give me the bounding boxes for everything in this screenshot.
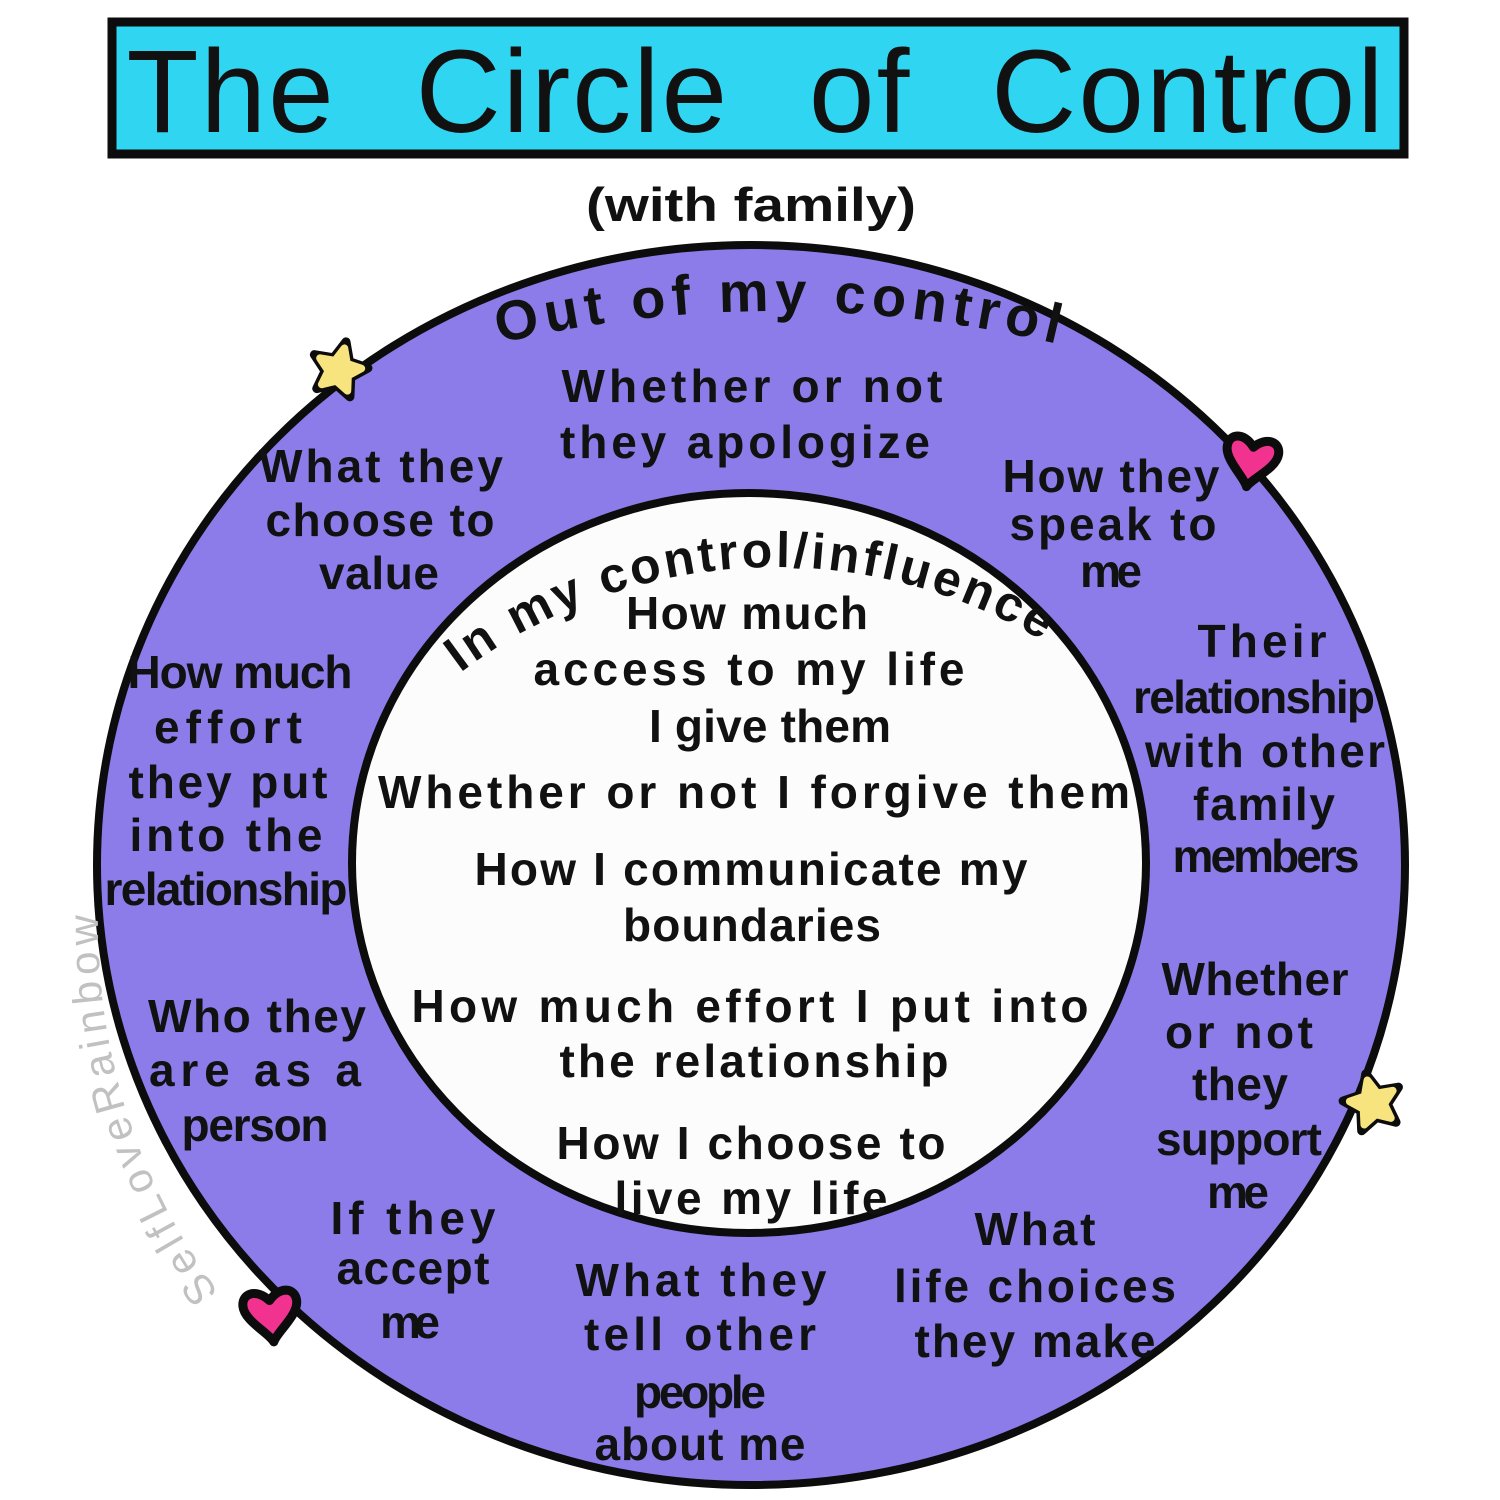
- svg-text:accept: accept: [337, 1242, 490, 1294]
- svg-text:relationship: relationship: [1133, 671, 1375, 723]
- svg-text:The Circle of Control: The Circle of Control: [126, 26, 1385, 158]
- svg-text:members: members: [1173, 830, 1360, 882]
- svg-text:family: family: [1193, 778, 1335, 830]
- svg-text:Whether or not I forgive them: Whether or not I forgive them: [378, 766, 1130, 818]
- svg-text:me: me: [1080, 545, 1142, 597]
- svg-text:with other: with other: [1144, 725, 1385, 777]
- svg-text:or not: or not: [1165, 1006, 1313, 1058]
- svg-text:they: they: [1192, 1058, 1288, 1110]
- svg-text:How much: How much: [626, 587, 868, 639]
- svg-text:people: people: [634, 1366, 766, 1418]
- svg-text:tell other: tell other: [584, 1308, 816, 1360]
- svg-text:I give them: I give them: [649, 700, 891, 752]
- svg-text:How much: How much: [128, 646, 353, 698]
- svg-text:person: person: [182, 1099, 329, 1151]
- svg-text:What: What: [975, 1203, 1096, 1255]
- svg-text:access to my life: access to my life: [534, 643, 965, 695]
- svg-text:boundaries: boundaries: [623, 899, 881, 951]
- svg-text:they put: they put: [129, 756, 328, 808]
- svg-text:me: me: [1207, 1166, 1269, 1218]
- svg-text:value: value: [319, 547, 439, 599]
- svg-text:Whether or not: Whether or not: [562, 360, 943, 412]
- svg-text:effort: effort: [154, 701, 302, 753]
- svg-text:(with family): (with family): [586, 178, 916, 231]
- svg-text:the relationship: the relationship: [560, 1035, 949, 1087]
- svg-text:they make: they make: [915, 1315, 1156, 1367]
- svg-text:How I choose to: How I choose to: [557, 1117, 946, 1169]
- svg-text:speak to: speak to: [1010, 498, 1217, 550]
- svg-text:relationship: relationship: [105, 863, 348, 915]
- svg-text:How I communicate my: How I communicate my: [475, 843, 1028, 895]
- svg-text:How they: How they: [1003, 450, 1220, 502]
- svg-text:Whether: Whether: [1162, 953, 1349, 1005]
- svg-text:are as a: are as a: [149, 1044, 361, 1096]
- svg-text:How much effort I put into: How much effort I put into: [412, 980, 1089, 1032]
- svg-text:Who they: Who they: [148, 990, 366, 1042]
- svg-text:about me: about me: [595, 1418, 806, 1470]
- svg-text:If they: If they: [331, 1192, 496, 1244]
- svg-text:life choices: life choices: [894, 1260, 1176, 1312]
- svg-text:me: me: [380, 1296, 440, 1348]
- svg-text:live my life: live my life: [615, 1172, 888, 1224]
- svg-text:support: support: [1156, 1113, 1322, 1165]
